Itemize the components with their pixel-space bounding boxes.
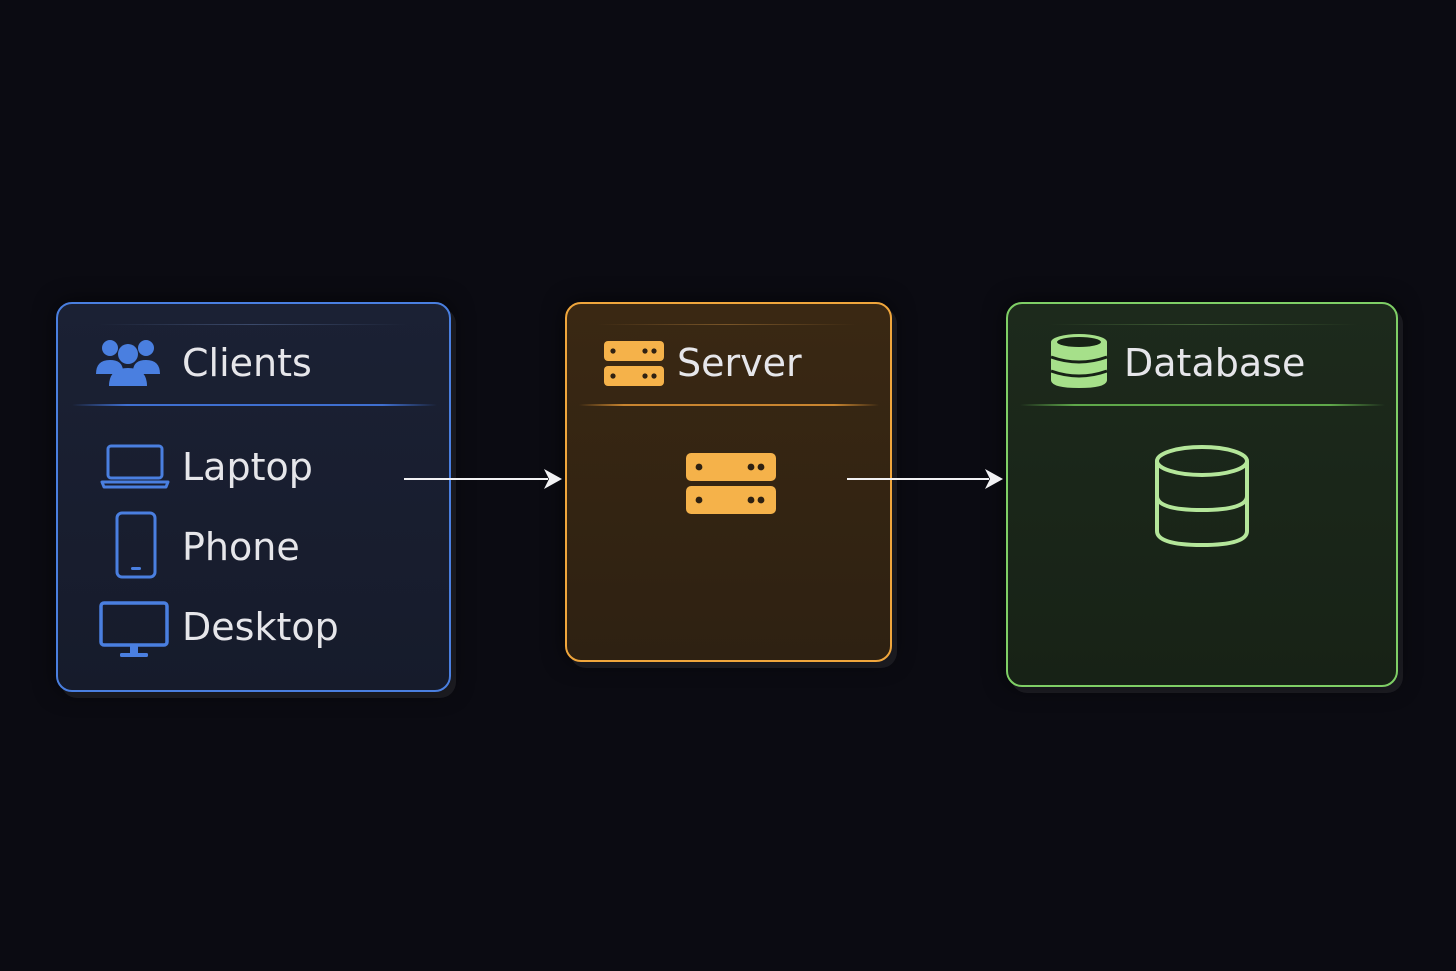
server-icon: [604, 341, 664, 386]
clients-title: Clients: [182, 341, 312, 385]
database-icon: [1050, 334, 1108, 388]
client-item-label: Laptop: [182, 445, 313, 489]
laptop-icon: [100, 444, 170, 489]
users-icon: [96, 340, 160, 386]
card-top-highlight: [98, 324, 408, 325]
arrow-server-to-database: [847, 469, 1003, 489]
card-top-highlight: [1048, 324, 1358, 325]
arrow-clients-to-server: [404, 469, 562, 489]
database-node: Database: [1006, 302, 1398, 687]
server-icon: [686, 453, 776, 514]
client-item-label: Phone: [182, 525, 300, 569]
desktop-icon: [99, 601, 169, 657]
server-title: Server: [677, 341, 802, 385]
clients-node: Clients Laptop Phone Desktop: [56, 302, 451, 692]
client-item-label: Desktop: [182, 605, 339, 649]
phone-icon: [115, 511, 157, 579]
database-title: Database: [1124, 341, 1306, 385]
database-divider: [1020, 404, 1385, 406]
server-node: Server: [565, 302, 892, 662]
database-icon: [1155, 445, 1249, 548]
clients-divider: [72, 404, 437, 406]
server-divider: [579, 404, 879, 406]
card-top-highlight: [597, 324, 857, 325]
